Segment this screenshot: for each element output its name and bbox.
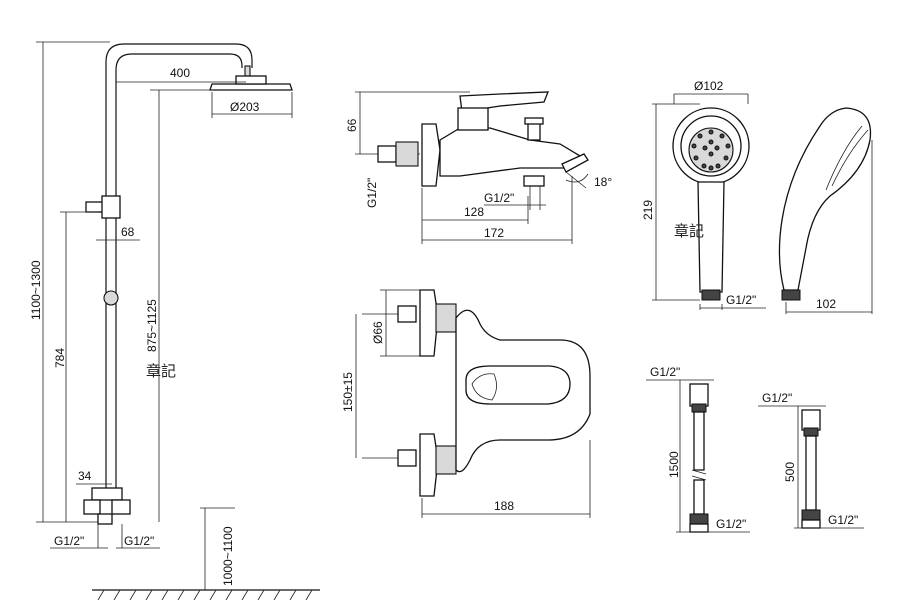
hand-shower-thread-label: G1/2" [726,293,756,307]
hose-short-drawing: G1/2" 500 G1/2" [758,391,864,529]
watermark-seal: 章記 [146,362,176,380]
angle-label: 18° [594,175,612,189]
mixer-total-depth-label: 172 [484,226,504,240]
mixer-height-label: 66 [345,118,359,132]
mixer-depth-label: 128 [464,205,484,219]
valve-offset-label: 68 [121,225,135,239]
arm-reach-label: 400 [170,66,190,80]
outlet-thread-label: G1/2" [484,191,514,205]
flange-diameter-label: Ø66 [371,321,385,344]
floor-height-label: 1000~1100 [221,526,235,586]
hose-long-length-label: 1500 [667,451,681,478]
hose-long-drawing: G1/2" 1500 G1/2" [646,365,750,533]
hand-shower-length-label: 219 [641,200,655,220]
watermark-seal: 章記 [674,222,704,240]
lower-offset-label: 34 [78,469,92,483]
height-range-label: 1100~1300 [29,260,43,320]
inlet-thread-label: G1/2" [365,178,379,208]
hose-short-bottom-thread-label: G1/2" [828,513,858,527]
hand-shower-side-depth-label: 102 [816,297,836,311]
center-distance-label: 150±15 [341,372,355,412]
rail-length-label: 784 [53,348,67,368]
bath-mixer-side-drawing: 66 G1/2" G1/2" 18° 128 172 [345,91,612,244]
head-diameter-label: Ø203 [230,100,260,114]
shower-column-drawing: 1100~1300 400 Ø203 875~1125 68 784 [29,41,320,601]
inlet-left-label: G1/2" [54,534,84,548]
inlet-right-label: G1/2" [124,534,154,548]
hand-shower-drawing: Ø102 219 G1/2" 102 [641,79,873,314]
bath-mixer-front-drawing: Ø66 150±15 188 [341,289,591,518]
mixer-width-label: 188 [494,499,514,513]
hose-short-top-thread-label: G1/2" [762,391,792,405]
hand-shower-diameter-label: Ø102 [694,79,724,93]
hose-long-top-thread-label: G1/2" [650,365,680,379]
slide-range-label: 875~1125 [145,299,159,352]
hose-long-bottom-thread-label: G1/2" [716,517,746,531]
hose-short-length-label: 500 [783,462,797,482]
